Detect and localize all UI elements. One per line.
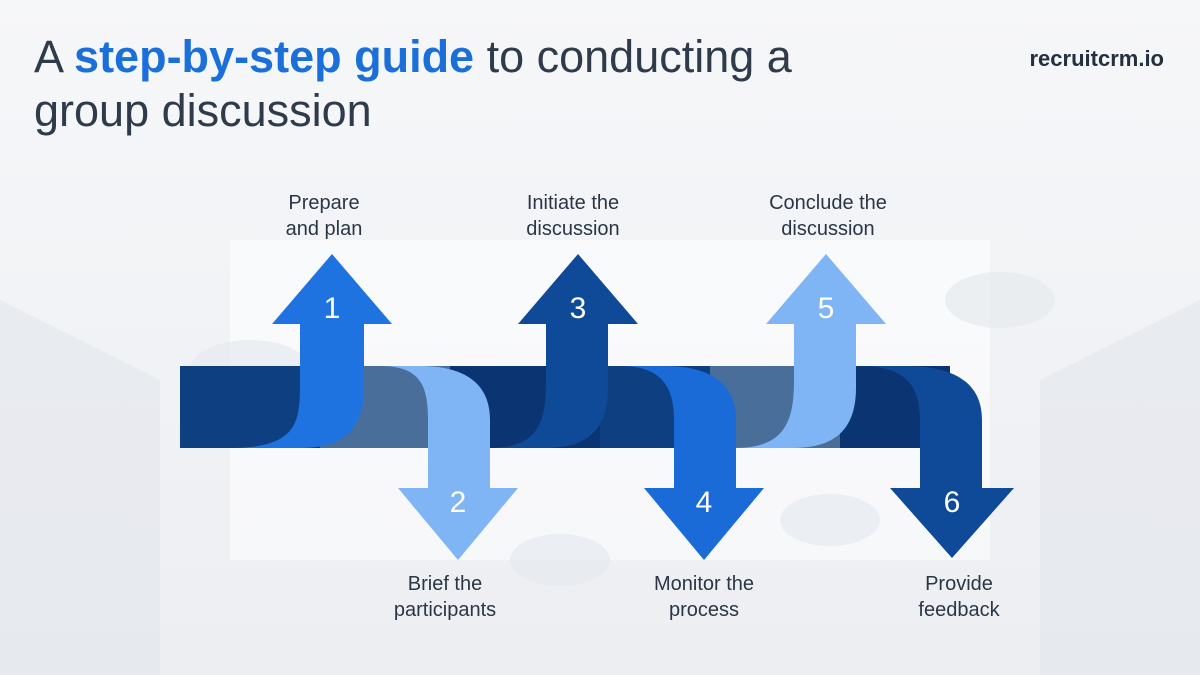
step-label-5-line2: discussion — [781, 218, 875, 240]
step-label-4-line1: Monitor the — [653, 573, 755, 595]
step-number-5: 5 — [818, 292, 835, 325]
step-label-6-line1: Provide — [925, 573, 993, 595]
title-prefix: A — [34, 31, 75, 82]
step-label-1-line1: Prepare — [288, 192, 360, 214]
step-label-5-line1: Conclude the — [769, 192, 887, 214]
step-label-6-line2: feedback — [918, 599, 1000, 621]
arrow-step-3 — [490, 254, 638, 448]
step-number-3: 3 — [570, 292, 587, 325]
step-label-3-line2: discussion — [526, 218, 620, 240]
step-label-1-line2: and plan — [285, 218, 363, 240]
step-label-3-line1: Initiate the — [526, 192, 620, 214]
page-title: A step-by-step guide to conducting a gro… — [34, 30, 834, 138]
arrow-step-1 — [230, 254, 392, 448]
step-label-4-line2: process — [668, 599, 740, 621]
step-number-1: 1 — [324, 292, 341, 325]
brand-logo-text: recruitcrm.io — [1029, 46, 1165, 71]
step-label-2-line2: participants — [393, 599, 497, 621]
arrow-step-4 — [620, 366, 764, 560]
step-label-2: Brief the participants — [335, 571, 555, 623]
step-label-1: Prepare and plan — [214, 190, 434, 242]
arrow-step-5 — [735, 254, 886, 448]
step-label-4: Monitor the process — [594, 571, 814, 623]
step-label-3: Initiate the discussion — [463, 190, 683, 242]
title-suffix: to conducting a group discussion — [34, 31, 792, 136]
title-highlight: step-by-step guide — [74, 31, 475, 82]
step-number-6: 6 — [944, 486, 961, 519]
step-number-4: 4 — [696, 486, 713, 519]
step-label-6: Provide feedback — [849, 571, 1069, 623]
step-label-2-line1: Brief the — [407, 573, 483, 595]
arrow-step-6 — [860, 366, 1014, 558]
arrow-step-2 — [380, 366, 518, 560]
step-number-2: 2 — [450, 486, 467, 519]
step-label-5: Conclude the discussion — [718, 190, 938, 242]
